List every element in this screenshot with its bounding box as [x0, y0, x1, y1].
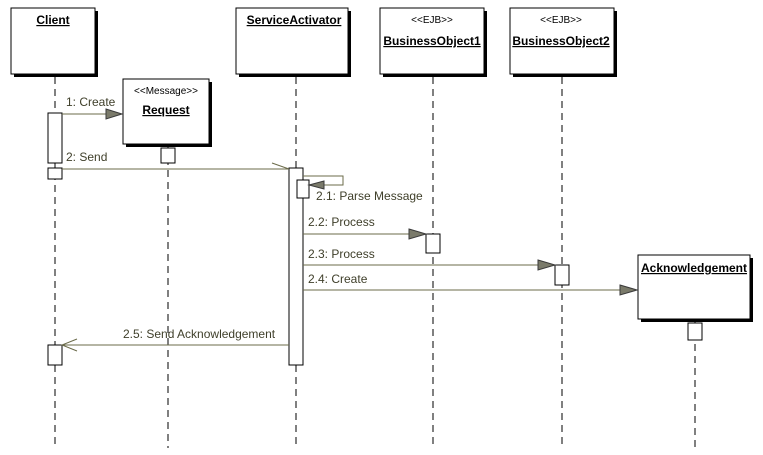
business-object1-stereotype: <<EJB>>	[411, 15, 453, 26]
filled-arrowhead-icon	[307, 180, 325, 190]
filled-arrowhead-icon	[537, 259, 557, 271]
client-object[interactable]: Client	[10, 7, 98, 77]
client-activation-2	[47, 167, 63, 180]
service-activator-object[interactable]: ServiceActivator	[235, 7, 351, 77]
message-2-1-parse-message: 2.1: Parse Message	[303, 175, 423, 203]
message-2-3-process: 2.3: Process	[303, 247, 557, 271]
open-arrowhead-icon	[271, 162, 290, 170]
message-2-label: 2: Send	[66, 150, 107, 164]
acknowledgement-object[interactable]: Acknowledgement	[637, 254, 753, 322]
message-2-5-label: 2.5: Send Acknowledgement	[123, 327, 276, 341]
client-object-name: Client	[36, 13, 69, 27]
message-2-1-label: 2.1: Parse Message	[316, 189, 423, 203]
business-object2-activation	[554, 264, 570, 286]
message-1-label: 1: Create	[66, 95, 116, 109]
message-2-4-create: 2.4: Create	[303, 272, 639, 296]
request-activation	[160, 147, 176, 164]
message-2-send: 2: Send	[62, 150, 290, 170]
message-1-create: 1: Create	[62, 95, 124, 120]
service-activator-object-name: ServiceActivator	[247, 13, 342, 27]
client-activation-3	[47, 344, 63, 366]
business-object2-object[interactable]: <<EJB>> BusinessObject2	[509, 7, 617, 77]
filled-arrowhead-icon	[105, 108, 124, 120]
filled-arrowhead-icon	[619, 284, 639, 296]
client-activation-1	[47, 112, 63, 164]
open-arrowhead-icon	[60, 338, 78, 352]
service-activator-activation	[288, 167, 304, 366]
business-object1-object[interactable]: <<EJB>> BusinessObject1	[379, 7, 487, 77]
request-object-name: Request	[142, 103, 189, 117]
business-object2-stereotype: <<EJB>>	[540, 15, 582, 26]
message-2-5-send-acknowledgement: 2.5: Send Acknowledgement	[60, 327, 289, 352]
acknowledgement-object-name: Acknowledgement	[641, 261, 747, 275]
business-object1-object-name: BusinessObject1	[383, 34, 481, 48]
business-object1-activation	[425, 233, 441, 254]
acknowledgement-activation	[687, 322, 703, 341]
message-2-2-process: 2.2: Process	[303, 215, 428, 240]
request-object[interactable]: <<Message>> Request	[122, 78, 212, 147]
message-2-3-label: 2.3: Process	[308, 247, 375, 261]
message-2-4-label: 2.4: Create	[308, 272, 368, 286]
service-activator-nested-activation	[296, 179, 310, 199]
message-2-2-label: 2.2: Process	[308, 215, 375, 229]
filled-arrowhead-icon	[408, 228, 428, 240]
business-object2-object-name: BusinessObject2	[512, 34, 610, 48]
request-stereotype: <<Message>>	[134, 86, 198, 97]
